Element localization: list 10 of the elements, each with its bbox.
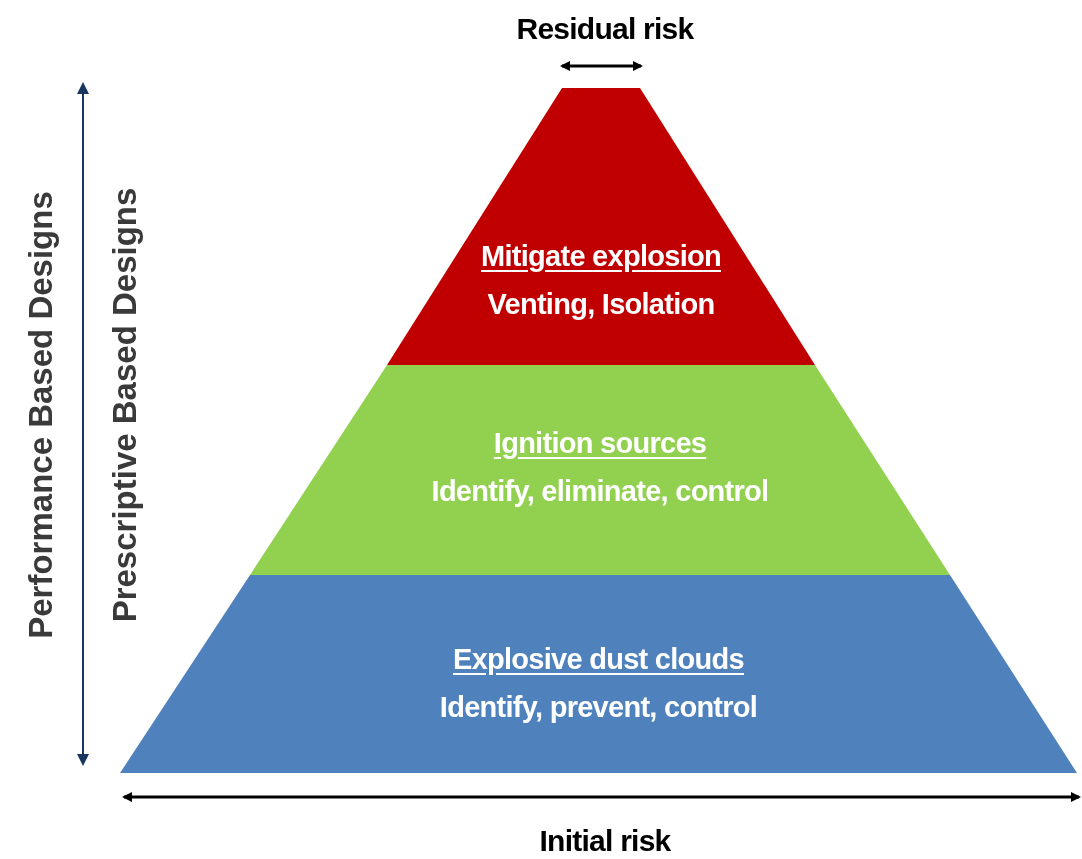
band-description: Identify, prevent, control	[439, 690, 758, 726]
band-description: Venting, Isolation	[487, 287, 715, 323]
band-description: Identify, eliminate, control	[431, 474, 769, 510]
axis-label: Performance Based Designs	[23, 191, 57, 639]
band-heading: Explosive dust clouds	[453, 642, 744, 677]
axis-label: Prescriptive Based Designs	[107, 187, 141, 623]
axis-label: Residual risk	[516, 12, 694, 45]
band-heading: Ignition sources	[493, 426, 707, 461]
band-heading: Mitigate explosion	[481, 239, 721, 274]
axis-label: Initial risk	[539, 824, 671, 857]
